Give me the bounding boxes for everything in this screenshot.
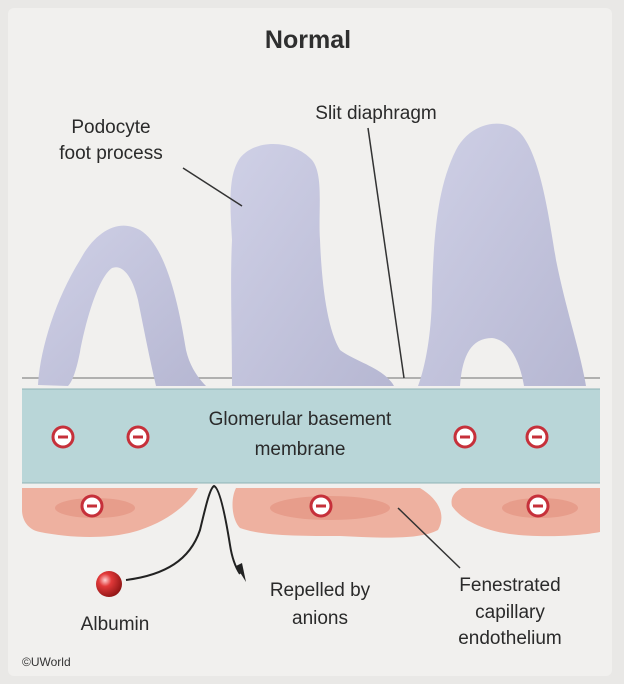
anion-icon xyxy=(309,494,333,518)
podocyte-foot-process-right xyxy=(418,123,586,386)
fenestrated-label-line2: capillary xyxy=(475,602,545,623)
anion-icon xyxy=(453,425,477,449)
copyright-text: ©UWorld xyxy=(22,655,71,669)
slit-diaphragm-pointer-line xyxy=(367,127,405,379)
albumin-molecule xyxy=(96,571,122,597)
anion-icon xyxy=(526,494,550,518)
podocyte-label-line1: Podocyte xyxy=(71,117,150,138)
repelled-label-line1: Repelled by xyxy=(270,580,371,601)
glomerular-basement-membrane xyxy=(22,389,600,483)
podocyte-label-line2: foot process xyxy=(59,143,163,164)
fenestrated-label-line3: endothelium xyxy=(458,628,562,649)
anion-icon xyxy=(525,425,549,449)
podocyte-pointer-line xyxy=(182,167,243,207)
repelled-label-line2: anions xyxy=(292,608,348,629)
albumin-repelled-arrow xyxy=(125,484,241,581)
podocyte-foot-process-middle xyxy=(230,143,394,386)
gbm-label-line2: membrane xyxy=(255,439,346,460)
diagram-title: Normal xyxy=(265,26,351,54)
gbm-label-line1: Glomerular basement xyxy=(209,409,392,430)
anion-icon xyxy=(80,494,104,518)
podocyte-foot-process-left xyxy=(38,225,206,386)
arrowhead-icon xyxy=(236,563,246,582)
fenestrated-label-line1: Fenestrated xyxy=(459,575,560,596)
fenestrated-pointer-line xyxy=(397,507,461,569)
slit-diaphragm-label: Slit diaphragm xyxy=(315,103,436,124)
albumin-label: Albumin xyxy=(81,614,150,635)
anion-icon xyxy=(51,425,75,449)
anion-icon xyxy=(126,425,150,449)
